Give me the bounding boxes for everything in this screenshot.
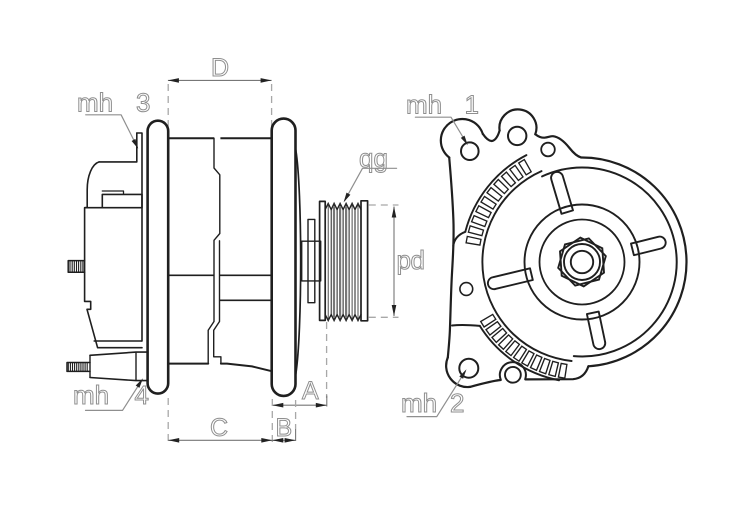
svg-text:3: 3 bbox=[136, 88, 150, 118]
svg-text:D: D bbox=[211, 54, 229, 82]
svg-text:2: 2 bbox=[450, 388, 464, 418]
svg-text:d: d bbox=[411, 245, 425, 275]
svg-text:mh: mh bbox=[401, 388, 437, 418]
svg-text:B: B bbox=[276, 414, 293, 442]
svg-text:mh: mh bbox=[77, 88, 113, 118]
svg-text:1: 1 bbox=[465, 90, 479, 120]
svg-text:A: A bbox=[302, 377, 319, 405]
svg-text:C: C bbox=[210, 414, 228, 442]
svg-text:mh: mh bbox=[406, 90, 442, 120]
svg-text:4: 4 bbox=[135, 380, 149, 410]
svg-text:p: p bbox=[397, 245, 411, 275]
svg-text:mh: mh bbox=[73, 380, 109, 410]
